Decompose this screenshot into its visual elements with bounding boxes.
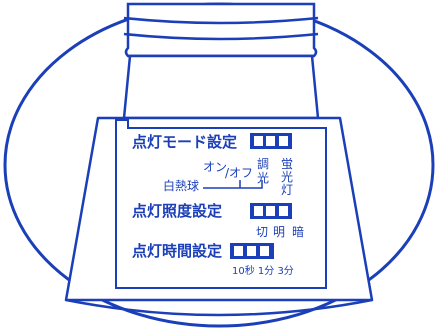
illuminance-slot-3[interactable] [279, 206, 288, 216]
incandescent-label: 白熱球 [163, 178, 199, 193]
option-on-off-1: オン [203, 160, 227, 174]
duration-slot-1[interactable] [234, 246, 243, 256]
neck [122, 54, 320, 120]
illuminance-switch[interactable] [250, 203, 292, 219]
light-mode-slot-2[interactable] [266, 136, 275, 146]
option-fluorescent-3: 灯 [281, 183, 293, 197]
light-mode-label: 点灯モード設定 [132, 133, 237, 151]
illuminance-label: 点灯照度設定 [132, 202, 222, 220]
illuminance-slot-1[interactable] [254, 206, 263, 216]
illuminance-option-dark: 暗 [292, 224, 304, 239]
illuminance-slot-2[interactable] [266, 206, 275, 216]
duration-slot-3[interactable] [260, 246, 269, 256]
light-mode-slot-3[interactable] [279, 136, 288, 146]
duration-label: 点灯時間設定 [132, 242, 222, 260]
illuminance-option-bright: 明 [273, 225, 285, 239]
option-on-off-2: /オフ [225, 166, 253, 180]
threaded-cap [123, 2, 319, 58]
option-dimming-1: 調 [257, 157, 269, 171]
light-mode-switch[interactable] [250, 133, 292, 149]
duration-switch[interactable] [230, 243, 274, 259]
duration-slot-2[interactable] [247, 246, 256, 256]
incandescent-bracket [203, 180, 263, 189]
light-mode-slot-1[interactable] [254, 136, 263, 146]
option-fluorescent-1: 蛍 [281, 157, 293, 171]
option-fluorescent-2: 光 [281, 170, 293, 184]
illuminance-option-off: 切 [256, 225, 268, 239]
duration-options: 10秒 1分 3分 [232, 264, 294, 277]
option-dimming-2: 光 [257, 171, 269, 185]
